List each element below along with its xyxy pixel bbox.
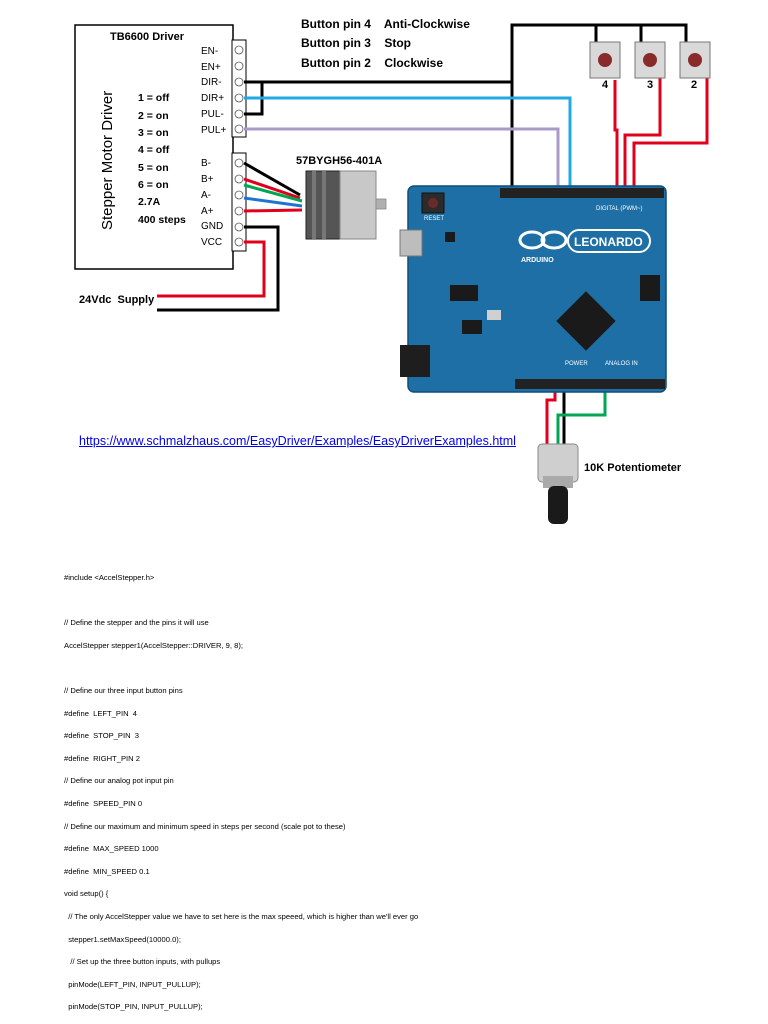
button-number: 3 xyxy=(647,79,653,91)
driver-setting: 5 = on xyxy=(138,162,169,174)
pin-label: EN- xyxy=(201,46,218,57)
driver-setting: 2 = on xyxy=(138,110,169,122)
arduino-leonardo: RESET LEONARDO ARDUINO DIGITAL (PWM~) PO… xyxy=(399,185,667,393)
reset-label: RESET xyxy=(424,216,444,222)
pin-label: B- xyxy=(201,158,211,169)
button-3 xyxy=(634,41,666,79)
pin-label: DIR+ xyxy=(201,93,224,104)
button-legend-line: Button pin 3 Stop xyxy=(301,36,411,50)
code-line: #define RIGHT_PIN 2 xyxy=(64,753,140,763)
driver-setting: 400 steps xyxy=(138,214,186,226)
driver-setting: 3 = on xyxy=(138,127,169,139)
terminal-block xyxy=(231,39,247,138)
wire-button-2 xyxy=(632,78,709,195)
pot-label: 10K Potentiometer xyxy=(584,462,682,474)
wire-b-minus xyxy=(243,161,301,197)
wire-pul-minus xyxy=(244,82,264,116)
wire-dir-plus xyxy=(244,96,572,195)
usb-connector xyxy=(399,229,423,257)
wire-button-4 xyxy=(613,80,619,195)
pin-label: A+ xyxy=(201,206,214,217)
driver-side-label: Stepper Motor Driver xyxy=(99,91,116,230)
code-line: stepper1.setMaxSpeed(10000.0); xyxy=(64,934,181,944)
terminal-screws xyxy=(234,45,244,134)
wire-pul-plus xyxy=(244,127,560,195)
code-line: // Define the stepper and the pins it wi… xyxy=(64,618,209,628)
wiring-diagram: TB6600 Driver Stepper Motor Driver 1 = o… xyxy=(74,17,711,524)
code-line: #define MIN_SPEED 0.1 xyxy=(64,866,150,876)
code-line: void setup() { xyxy=(64,889,109,899)
button-legend-line: Button pin 4 Anti-Clockwise xyxy=(301,17,470,31)
terminal-screws xyxy=(234,158,244,247)
board-sub: ARDUINO xyxy=(521,257,554,264)
stepper-driver: TB6600 Driver Stepper Motor Driver 1 = o… xyxy=(74,24,247,270)
pin-label: A- xyxy=(201,190,211,201)
code-line: AccelStepper stepper1(AccelStepper::DRIV… xyxy=(64,640,243,650)
reference-link[interactable]: https://www.schmalzhaus.com/EasyDriver/E… xyxy=(79,434,516,448)
pin-label: PUL- xyxy=(201,109,224,120)
wire-a-plus xyxy=(243,208,303,213)
code-line: #define SPEED_PIN 0 xyxy=(64,799,143,808)
code-line: // Set up the three button inputs, with … xyxy=(64,957,221,967)
code-line: #define STOP_PIN 3 xyxy=(64,731,139,741)
code-line: #define MAX_SPEED 1000 xyxy=(64,844,159,854)
microcontroller-chip xyxy=(556,291,616,351)
code-line: // Define our analog pot input pin xyxy=(64,776,174,786)
power-label: POWER xyxy=(565,361,588,367)
digital-label: DIGITAL (PWM~) xyxy=(596,206,643,212)
code-line: // Define our three input button pins xyxy=(64,686,183,695)
code-line: // The only AccelStepper value we have t… xyxy=(64,912,419,921)
driver-setting: 4 = off xyxy=(138,144,170,156)
driver-setting: 2.7A xyxy=(138,196,161,208)
supply-label: 24Vdc Supply xyxy=(79,294,155,306)
analog-label: ANALOG IN xyxy=(605,361,638,367)
pin-label: EN+ xyxy=(201,62,221,73)
button-number: 4 xyxy=(602,79,609,91)
arduino-logo-icon xyxy=(518,230,568,250)
terminal-block xyxy=(231,152,247,252)
button-legend-line: Button pin 2 Clockwise xyxy=(301,56,443,70)
pin-label: B+ xyxy=(201,174,214,185)
stepper-motor: 57BYGH56-401A xyxy=(296,155,387,240)
pin-label: PUL+ xyxy=(201,125,226,136)
pin-label: GND xyxy=(201,221,223,232)
wires xyxy=(157,23,709,445)
push-buttons: 4 3 2 xyxy=(589,41,711,91)
wire-supply-vcc xyxy=(157,240,266,298)
driver-title: TB6600 Driver xyxy=(110,31,185,43)
power-jack xyxy=(400,345,430,377)
potentiometer: 10K Potentiometer xyxy=(537,443,682,524)
pin-label: DIR- xyxy=(201,77,222,88)
code-line: pinMode(STOP_PIN, INPUT_PULLUP); xyxy=(64,1002,203,1012)
code-line: pinMode(LEFT_PIN, INPUT_PULLUP); xyxy=(64,979,201,989)
button-number: 2 xyxy=(691,79,697,91)
wire-button-3 xyxy=(623,78,662,195)
code-line: #define LEFT_PIN 4 xyxy=(64,708,138,718)
wire-b-plus xyxy=(243,183,303,203)
code-line: #include <AccelStepper.h> xyxy=(64,573,155,582)
wire-supply-gnd xyxy=(157,225,280,312)
wire-pot-signal xyxy=(556,380,607,445)
pin-label: VCC xyxy=(201,237,222,248)
board-name: LEONARDO xyxy=(574,235,643,249)
motor-label: 57BYGH56-401A xyxy=(296,155,382,167)
driver-setting: 6 = on xyxy=(138,179,169,191)
wire-a-minus xyxy=(243,196,303,208)
driver-setting: 1 = off xyxy=(138,92,170,104)
code-line: // Define our maximum and minimum speed … xyxy=(64,821,346,831)
wire-button-gnd xyxy=(510,23,688,82)
